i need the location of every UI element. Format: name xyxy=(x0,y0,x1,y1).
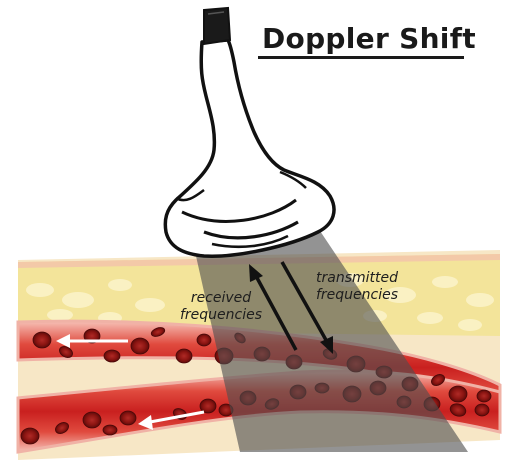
received-label-line1: received xyxy=(190,290,252,306)
rbc xyxy=(175,348,193,364)
ultrasound-transducer-icon xyxy=(163,6,336,258)
transmitted-frequencies-label: transmitted frequencies xyxy=(302,270,412,304)
rbc xyxy=(474,403,490,417)
rbc xyxy=(448,385,468,403)
rbc xyxy=(102,424,118,436)
rbc xyxy=(449,403,467,417)
rbc xyxy=(196,333,212,347)
rbc xyxy=(476,389,492,403)
rbc xyxy=(119,410,137,426)
rbc xyxy=(32,331,52,349)
diagram-title: Doppler Shift xyxy=(262,22,476,55)
transmitted-label-line1: transmitted xyxy=(316,270,398,286)
rbc xyxy=(150,327,166,337)
rbc xyxy=(82,411,102,429)
received-frequencies-label: received frequencies xyxy=(165,290,277,324)
transmitted-label-line2: frequencies xyxy=(315,287,399,303)
flow-arrow-lower xyxy=(138,410,205,430)
received-arrow xyxy=(249,264,298,351)
rbc xyxy=(199,398,217,414)
flow-arrow-upper xyxy=(56,334,128,348)
title-underline xyxy=(258,56,464,59)
rbc xyxy=(55,422,69,434)
received-label-line2: frequencies xyxy=(179,307,263,323)
rbc xyxy=(20,427,40,445)
rbc xyxy=(59,346,73,358)
rbc xyxy=(103,349,121,363)
transmitted-arrow xyxy=(280,261,333,354)
rbc xyxy=(130,337,150,355)
rbc xyxy=(431,374,445,386)
